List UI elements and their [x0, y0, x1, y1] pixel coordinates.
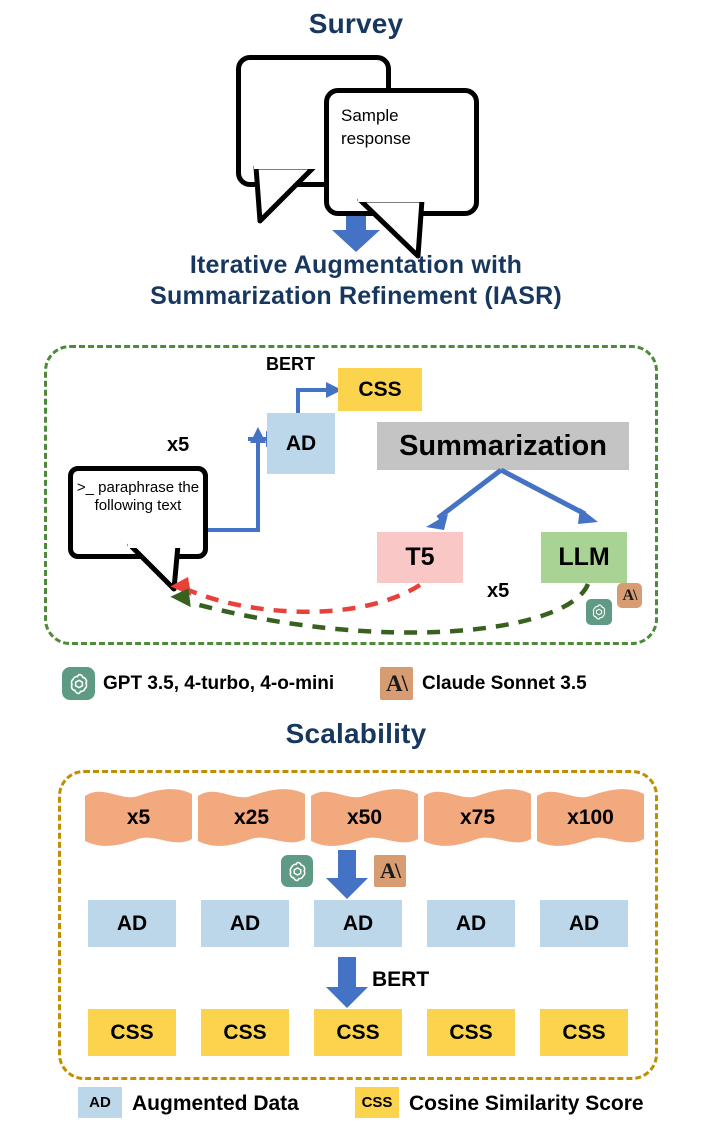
- survey-speech-bubbles: Sample response: [236, 55, 481, 259]
- prompt-bubble-tail: [127, 541, 182, 592]
- node-llm: LLM: [541, 532, 627, 583]
- css-cell: CSS: [314, 1009, 402, 1056]
- node-summarization: Summarization: [377, 422, 629, 470]
- bottom-legend: AD Augmented Data CSS Cosine Similarity …: [78, 1087, 658, 1123]
- arrows-summarization-branch: [426, 468, 598, 530]
- speech-bubble-back-tail: [253, 163, 318, 224]
- openai-legend-label: GPT 3.5, 4-turbo, 4-o-mini: [103, 673, 335, 694]
- arrow-ad-to-css-scalability: [326, 957, 368, 1008]
- prompt-bubble: >_ paraphrase the following text: [68, 466, 208, 559]
- claude-icon: A\: [617, 583, 642, 608]
- speech-bubble-front-tail: [357, 196, 426, 259]
- page-title-survey: Survey: [308, 8, 404, 39]
- scalability-container: [58, 770, 658, 1080]
- ribbon-x75: x75: [424, 789, 531, 846]
- css-cell: CSS: [88, 1009, 176, 1056]
- ribbon-x50: x50: [311, 789, 418, 846]
- claude-icon-scalability: A\: [374, 855, 406, 887]
- feedback-arrow-llm: [170, 583, 591, 635]
- iasr-title-line2: Summarization Refinement (IASR): [150, 281, 562, 310]
- label-bert-iasr: BERT: [266, 354, 315, 374]
- css-cell: CSS: [427, 1009, 515, 1056]
- ribbon-label: x50: [346, 806, 383, 829]
- ad-cell: AD: [88, 900, 176, 947]
- ad-cell: AD: [540, 900, 628, 947]
- css-cell: CSS: [201, 1009, 289, 1056]
- legend-key-ad: AD: [78, 1087, 122, 1118]
- ad-row: AD AD AD AD AD: [88, 900, 648, 948]
- claude-glyph-legend: A\: [386, 670, 408, 696]
- ribbon-x100: x100: [537, 789, 644, 846]
- claude-icon-legend: A\: [380, 667, 413, 700]
- node-css: CSS: [338, 368, 422, 411]
- claude-legend-label: Claude Sonnet 3.5: [422, 673, 587, 694]
- css-cell: CSS: [540, 1009, 628, 1056]
- css-row: CSS CSS CSS CSS CSS: [88, 1009, 648, 1057]
- node-t5: T5: [377, 532, 463, 583]
- section-title-scalability: Scalability: [285, 718, 427, 749]
- iasr-container: [44, 345, 658, 645]
- legend-key-css: CSS: [355, 1087, 399, 1118]
- openai-icon-scalability: [281, 855, 313, 887]
- claude-glyph: A\: [622, 586, 638, 604]
- ribbon-label: x5: [126, 806, 151, 829]
- section-title-iasr: Iterative Augmentation with Summarizatio…: [0, 250, 712, 311]
- legend-label-ad: Augmented Data: [132, 1092, 299, 1115]
- ad-cell: AD: [427, 900, 515, 947]
- openai-icon-legend: [62, 667, 95, 700]
- label-bert-scalability: BERT: [372, 968, 430, 991]
- prompt-bubble-text: >_ paraphrase the following text: [76, 479, 200, 514]
- ribbon-label: x100: [567, 806, 614, 829]
- ribbon-row: x5 x25 x50 x75 x100: [85, 789, 645, 849]
- ribbon-label: x25: [233, 806, 270, 829]
- arrow-ad-to-css: [296, 382, 342, 421]
- ribbon-x25: x25: [198, 789, 305, 846]
- openai-icon: [586, 599, 612, 625]
- label-x5-feedback: x5: [487, 580, 510, 602]
- model-legend: GPT 3.5, 4-turbo, 4-o-mini A\ Claude Son…: [62, 665, 662, 705]
- node-ad: AD: [267, 413, 335, 474]
- claude-glyph-scalability: A\: [380, 858, 401, 883]
- legend-label-css: Cosine Similarity Score: [409, 1092, 644, 1115]
- ad-cell: AD: [201, 900, 289, 947]
- ribbon-label: x75: [459, 806, 496, 829]
- label-x5-input: x5: [167, 434, 190, 456]
- arrow-ribbon-to-ad: [326, 850, 368, 899]
- speech-bubble-front-text: Sample response: [341, 106, 411, 148]
- ad-cell: AD: [314, 900, 402, 947]
- ribbon-x5: x5: [85, 789, 192, 846]
- iasr-title-line1: Iterative Augmentation with: [189, 251, 523, 279]
- arrow-survey-to-iasr: [332, 200, 380, 252]
